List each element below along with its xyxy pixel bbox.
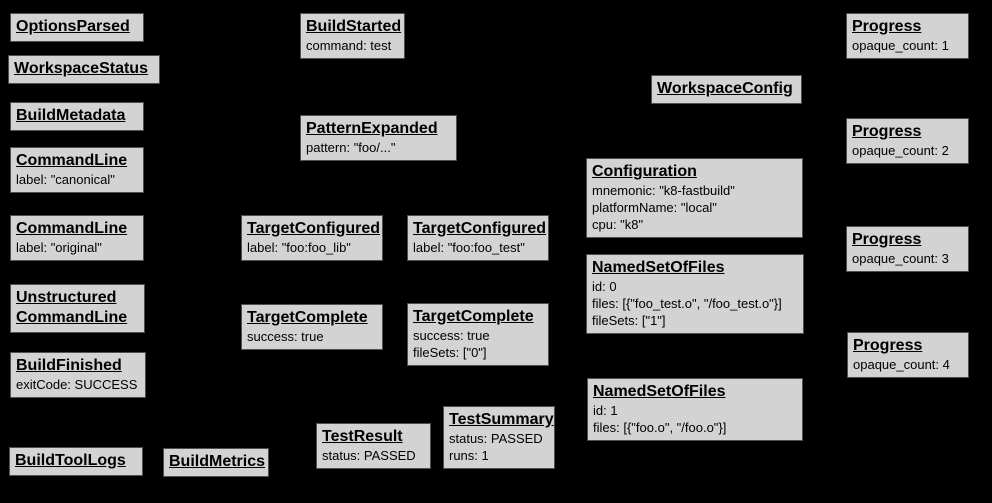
node-title: BuildStarted [306, 18, 402, 35]
node-target-complete-foo-lib: TargetComplete success: true [241, 304, 383, 350]
node-title: TargetComplete [413, 308, 534, 325]
node-detail: cpu: "k8" [592, 217, 644, 232]
node-detail: files: [{"foo_test.o", "/foo_test.o"}] [592, 296, 782, 311]
node-progress-3: Progress opaque_count: 3 [846, 226, 969, 272]
node-title: TargetComplete [247, 309, 368, 326]
node-title: Progress [852, 231, 922, 248]
node-progress-4: Progress opaque_count: 4 [847, 332, 969, 378]
node-title: Unstructured [16, 289, 117, 306]
node-detail: status: PASSED [322, 448, 416, 463]
node-detail: opaque_count: 2 [852, 143, 949, 158]
node-progress-1: Progress opaque_count: 1 [846, 13, 969, 59]
node-unstructured-command-line: Unstructured CommandLine [10, 284, 145, 333]
node-detail: files: [{"foo.o", "/foo.o"}] [593, 420, 727, 435]
node-title: TestResult [322, 428, 403, 445]
node-title: BuildToolLogs [15, 452, 126, 469]
node-title: CommandLine [16, 152, 128, 169]
node-detail: status: PASSED [449, 431, 543, 446]
node-build-metrics: BuildMetrics [163, 448, 269, 477]
node-title: BuildMetadata [16, 107, 126, 124]
node-detail: platformName: "local" [592, 200, 717, 215]
node-detail: runs: 1 [449, 448, 489, 463]
node-detail: id: 1 [593, 403, 618, 418]
node-title: Configuration [592, 163, 697, 180]
node-title: WorkspaceStatus [14, 60, 148, 77]
node-title: NamedSetOfFiles [593, 383, 726, 400]
node-detail: fileSets: ["0"] [413, 345, 487, 360]
node-detail: label: "foo:foo_lib" [247, 240, 351, 255]
node-title: WorkspaceConfig [657, 80, 793, 97]
node-detail: command: test [306, 38, 392, 53]
node-workspace-status: WorkspaceStatus [8, 55, 160, 84]
node-target-configured-foo-lib: TargetConfigured label: "foo:foo_lib" [241, 215, 383, 261]
node-target-configured-foo-test: TargetConfigured label: "foo:foo_test" [407, 215, 549, 261]
node-test-summary: TestSummary status: PASSED runs: 1 [443, 406, 555, 469]
node-detail: success: true [413, 328, 490, 343]
node-title: Progress [852, 123, 922, 140]
node-detail: label: "foo:foo_test" [413, 240, 525, 255]
node-title: PatternExpanded [306, 120, 438, 137]
node-detail: exitCode: SUCCESS [16, 377, 138, 392]
node-title: CommandLine [16, 220, 128, 237]
node-title: BuildFinished [16, 357, 122, 374]
node-test-result: TestResult status: PASSED [316, 423, 431, 469]
node-title: NamedSetOfFiles [592, 259, 725, 276]
node-build-finished: BuildFinished exitCode: SUCCESS [10, 352, 146, 398]
node-detail: success: true [247, 329, 324, 344]
node-detail: id: 0 [592, 279, 617, 294]
node-progress-2: Progress opaque_count: 2 [846, 118, 969, 164]
node-target-complete-foo-test: TargetComplete success: true fileSets: [… [407, 303, 549, 366]
node-detail: mnemonic: "k8-fastbuild" [592, 183, 735, 198]
node-detail: opaque_count: 1 [852, 38, 949, 53]
node-build-started: BuildStarted command: test [300, 13, 405, 59]
node-options-parsed: OptionsParsed [10, 13, 144, 42]
node-pattern-expanded: PatternExpanded pattern: "foo/..." [300, 115, 457, 161]
node-detail: label: "original" [16, 240, 102, 255]
node-title: OptionsParsed [16, 18, 130, 35]
node-title: Progress [853, 337, 923, 354]
node-detail: pattern: "foo/..." [306, 140, 396, 155]
node-title: CommandLine [16, 309, 128, 326]
node-configuration: Configuration mnemonic: "k8-fastbuild" p… [586, 158, 803, 238]
node-named-set-of-files-1: NamedSetOfFiles id: 1 files: [{"foo.o", … [587, 378, 803, 441]
node-detail: fileSets: ["1"] [592, 313, 666, 328]
node-build-metadata: BuildMetadata [10, 102, 144, 131]
node-title: TargetConfigured [247, 220, 381, 237]
node-named-set-of-files-0: NamedSetOfFiles id: 0 files: [{"foo_test… [586, 254, 804, 334]
node-workspace-config: WorkspaceConfig [651, 75, 802, 104]
node-detail: opaque_count: 3 [852, 251, 949, 266]
node-detail: opaque_count: 4 [853, 357, 950, 372]
node-title: Progress [852, 18, 922, 35]
node-detail: label: "canonical" [16, 172, 115, 187]
node-title: TestSummary [449, 411, 554, 428]
node-title: BuildMetrics [169, 453, 266, 470]
node-build-tool-logs: BuildToolLogs [9, 447, 143, 476]
node-title: TargetConfigured [413, 220, 547, 237]
node-command-line-original: CommandLine label: "original" [10, 215, 144, 261]
node-command-line-canonical: CommandLine label: "canonical" [10, 147, 144, 193]
